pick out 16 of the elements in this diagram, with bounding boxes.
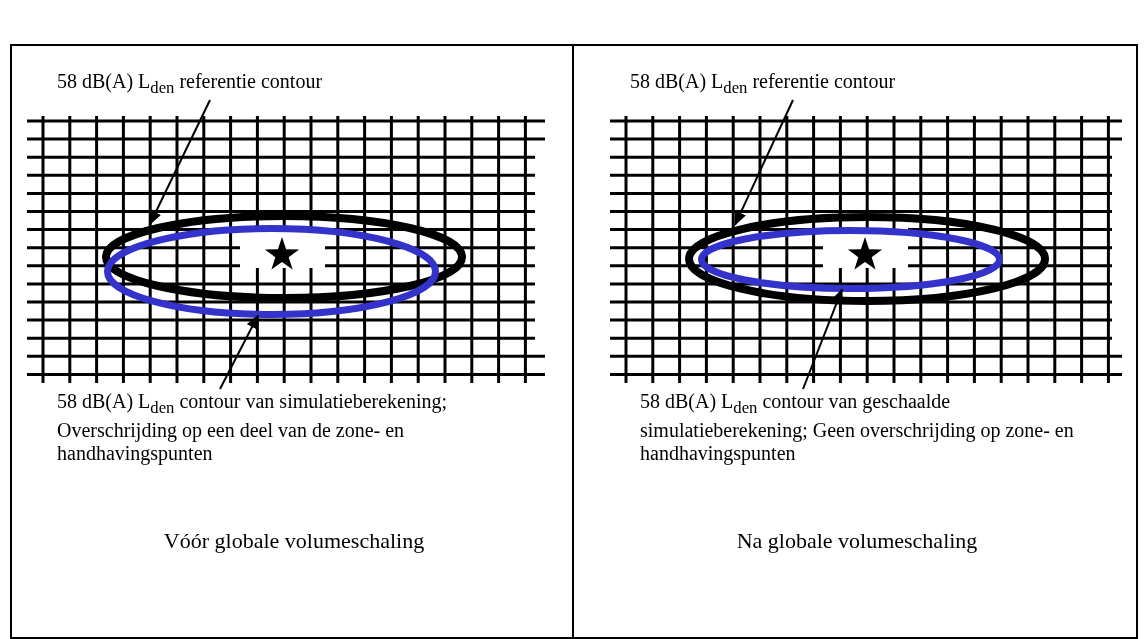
leader-line xyxy=(219,314,259,390)
contour-ellipse xyxy=(697,226,1003,292)
panel xyxy=(572,44,1138,639)
callout-text: 58 dB(A) L$_{den}$ contour van geschaalde simulatieberekening; Geen overschrijding op zone- en handhavingspunten xyxy=(640,390,1110,465)
callout-text: 58 dB(A) L$_{den}$ referentie contour xyxy=(57,70,323,99)
contour-ellipse xyxy=(685,213,1049,305)
leader-line xyxy=(734,99,794,226)
panel xyxy=(10,44,574,639)
contour-ellipse xyxy=(103,224,439,318)
leader-line xyxy=(149,99,211,225)
leader-line xyxy=(802,288,843,390)
callout-text: 58 dB(A) L$_{den}$ referentie contour xyxy=(630,70,896,99)
panel-caption: Vóór globale volumeschaling xyxy=(162,528,426,554)
panel-caption: Na globale volumeschaling xyxy=(735,528,979,554)
callout-text: 58 dB(A) L$_{den}$ contour van simulatieberekening; Overschrijding op een deel van de zone- en handhavingspunten xyxy=(57,390,539,465)
contour-ellipse xyxy=(102,212,466,302)
